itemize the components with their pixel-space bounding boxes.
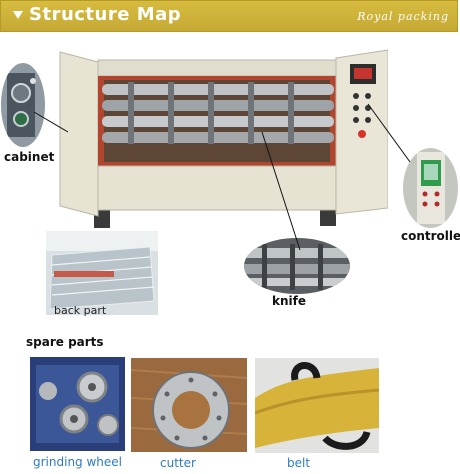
banner-title: Structure Map: [29, 4, 182, 25]
cabinet-detail-photo: [1, 63, 45, 147]
belt-photo: [255, 358, 379, 453]
controller-detail-photo: [403, 148, 458, 228]
cutter-caption: cutter: [160, 456, 196, 470]
spare-parts-label: spare parts: [26, 335, 104, 349]
knife-label: knife: [272, 294, 306, 308]
banner-title-wrap: Structure Map: [13, 4, 181, 25]
belt-caption: belt: [287, 456, 311, 470]
banner-subtitle: Royal packing: [357, 10, 449, 23]
triangle-icon: [13, 11, 23, 19]
controller-label: controller: [401, 229, 460, 243]
grinding-wheel-photo: [30, 357, 125, 451]
back-part-photo: [46, 231, 158, 315]
knife-detail-photo: [244, 238, 350, 294]
grinding-wheel-caption: grinding wheel: [33, 455, 122, 469]
machine-photo: [58, 48, 388, 230]
header-banner: Structure Map Royal packing: [0, 0, 458, 32]
cabinet-label: cabinet: [4, 150, 55, 164]
cutter-photo: [131, 358, 247, 452]
back-part-label: back part: [54, 304, 107, 317]
